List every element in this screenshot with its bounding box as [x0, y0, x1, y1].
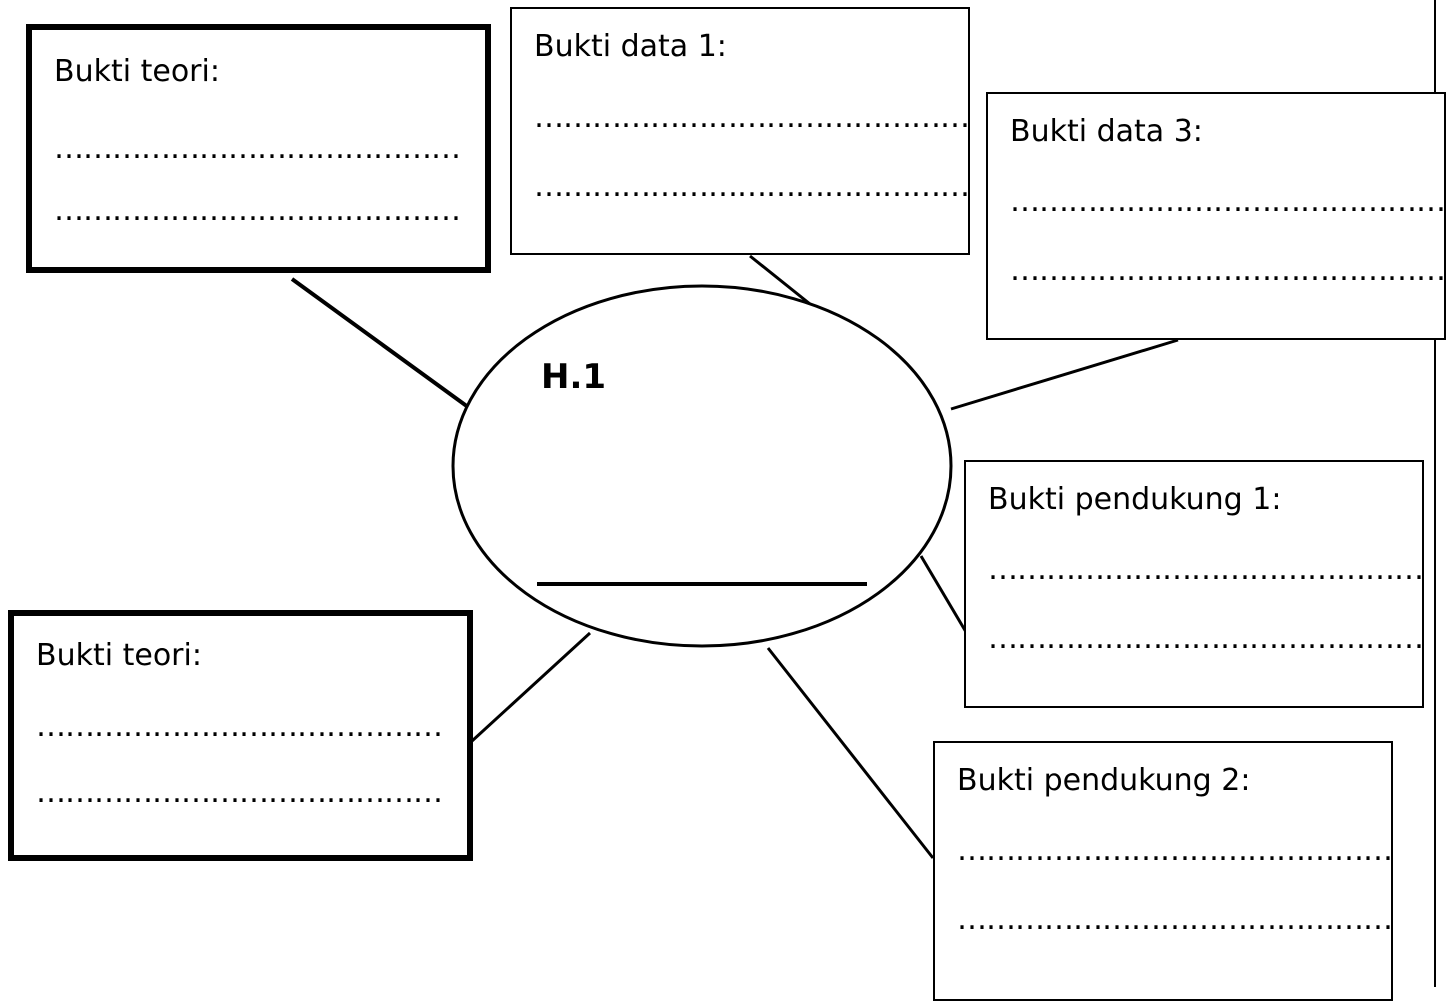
box-title: Bukti pendukung 2:	[957, 763, 1251, 798]
answer-line: ……………………………………	[54, 134, 460, 164]
box-title: Bukti data 3:	[1010, 114, 1203, 149]
box-title: Bukti data 1:	[534, 29, 727, 64]
answer-line: ……………………………………	[36, 778, 442, 808]
connector-data3	[950, 338, 1179, 411]
support-box-1: Bukti pendukung 1: ……………………………………… ………………	[964, 460, 1424, 708]
answer-line: ………………………………………	[988, 555, 1423, 585]
answer-line: ………………………………………	[988, 624, 1423, 654]
answer-line: ……………………………………	[36, 712, 442, 742]
hypothesis-answer-line	[537, 582, 867, 586]
support-box-2: Bukti pendukung 2: ……………………………………… ………………	[933, 741, 1393, 1001]
answer-line: ………………………………………	[1010, 256, 1445, 286]
connector-support1	[919, 555, 968, 633]
answer-line: ………………………………………	[534, 172, 969, 202]
hypothesis-label: H.1	[541, 357, 607, 397]
connector-theory-bottom	[470, 631, 592, 743]
data-box-3: Bukti data 3: ……………………………………… ……………………………	[986, 92, 1446, 340]
answer-line: ………………………………………	[957, 905, 1392, 935]
answer-line: ………………………………………	[534, 103, 969, 133]
box-title: Bukti teori:	[54, 54, 220, 89]
data-box-1: Bukti data 1: ……………………………………… ……………………………	[510, 7, 970, 255]
answer-line: ………………………………………	[1010, 187, 1445, 217]
connector-support2	[766, 647, 935, 859]
box-title: Bukti pendukung 1:	[988, 482, 1282, 517]
connector-theory-top	[290, 277, 470, 409]
box-title: Bukti teori:	[36, 638, 202, 673]
theory-box-bottom: Bukti teori: …………………………………… …………………………………	[8, 610, 473, 861]
answer-line: ……………………………………	[54, 196, 460, 226]
connector-data1	[749, 254, 811, 306]
hypothesis-ellipse	[451, 284, 953, 648]
theory-box-top: Bukti teori: …………………………………… …………………………………	[26, 24, 491, 273]
answer-line: ………………………………………	[957, 836, 1392, 866]
page-margin-rule	[1434, 0, 1436, 987]
